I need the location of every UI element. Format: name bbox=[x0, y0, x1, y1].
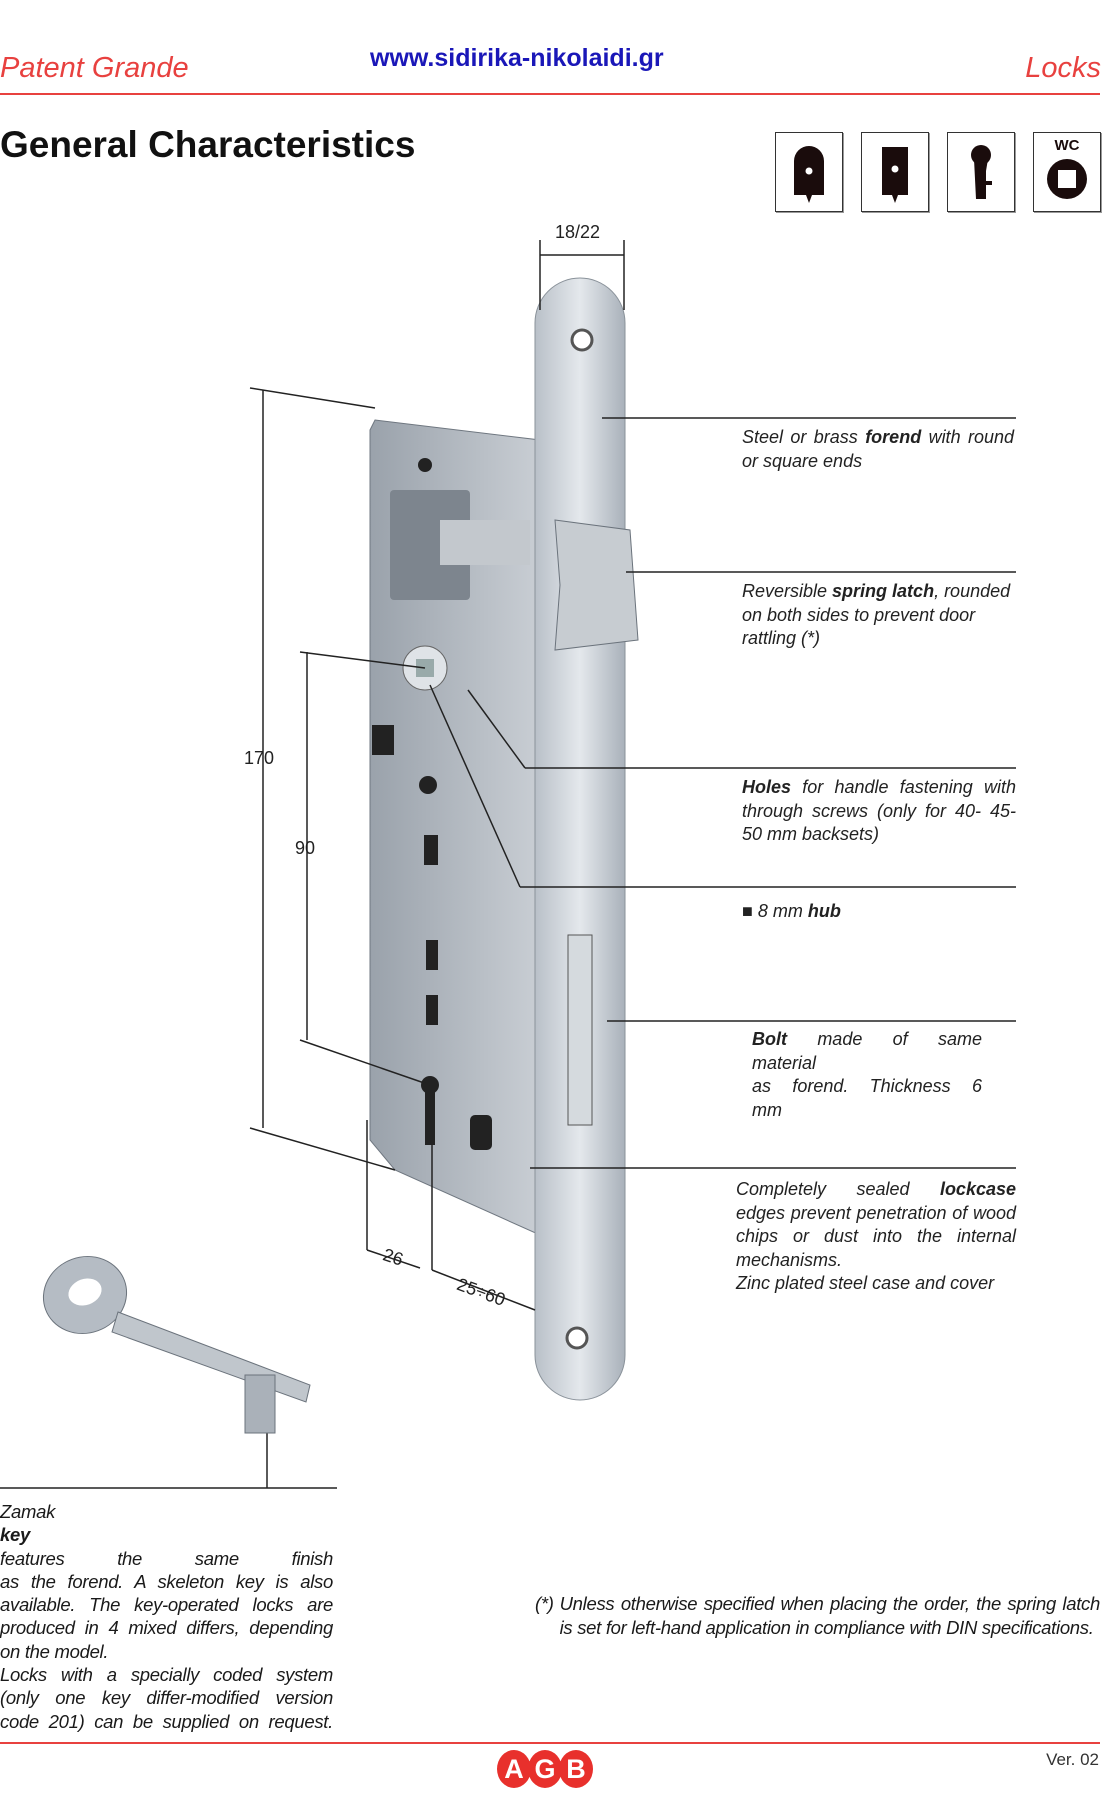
dim-height: 170 bbox=[244, 748, 275, 768]
callout-lockcase: Completely sealed lockcase edges prevent… bbox=[736, 1179, 1016, 1293]
wc-icon: WC bbox=[1033, 132, 1101, 212]
keyhole-icon bbox=[947, 132, 1015, 212]
callout-hub: ■︎ 8 mm hub bbox=[742, 901, 841, 921]
key-lock-icon bbox=[775, 132, 843, 212]
header-category: Locks bbox=[1025, 52, 1101, 84]
callout-forend: Steel or brass forend with round or squa… bbox=[742, 427, 1014, 471]
patent-lock-icon bbox=[861, 132, 929, 212]
header-divider bbox=[0, 93, 1100, 95]
header-product-name: Patent Grande bbox=[0, 52, 189, 84]
footnote: (*) Unless otherwise specified when plac… bbox=[535, 1593, 1100, 1638]
page-title: General Characteristics bbox=[0, 124, 416, 165]
square-hub-icon: ■︎ bbox=[742, 901, 753, 921]
spring-latch bbox=[554, 519, 639, 651]
footer-divider bbox=[0, 1742, 1100, 1744]
lockcase bbox=[369, 419, 541, 1236]
callout-bolt: Bolt made of same material as forend. Th… bbox=[752, 1029, 982, 1120]
wc-label: WC bbox=[1055, 137, 1080, 154]
callout-holes: Holes for handle fastening with through … bbox=[742, 777, 1016, 844]
forend bbox=[534, 277, 626, 1401]
dim-forend-width: 18/22 bbox=[555, 222, 601, 242]
dimension-lines bbox=[0, 240, 1016, 1489]
callout-spring-latch: Reversible spring latch, rounded on both… bbox=[742, 581, 1011, 648]
header-website-link[interactable]: www.sidirika-nikolaidi.gr bbox=[370, 44, 664, 72]
version-label: Ver. 02 bbox=[1046, 1750, 1099, 1769]
key-image bbox=[42, 1256, 311, 1434]
key-description: Zamak key features the same finish as th… bbox=[0, 1501, 333, 1732]
agb-logo: A G B bbox=[497, 1750, 593, 1788]
dim-handle-to-key: 90 bbox=[295, 838, 316, 858]
